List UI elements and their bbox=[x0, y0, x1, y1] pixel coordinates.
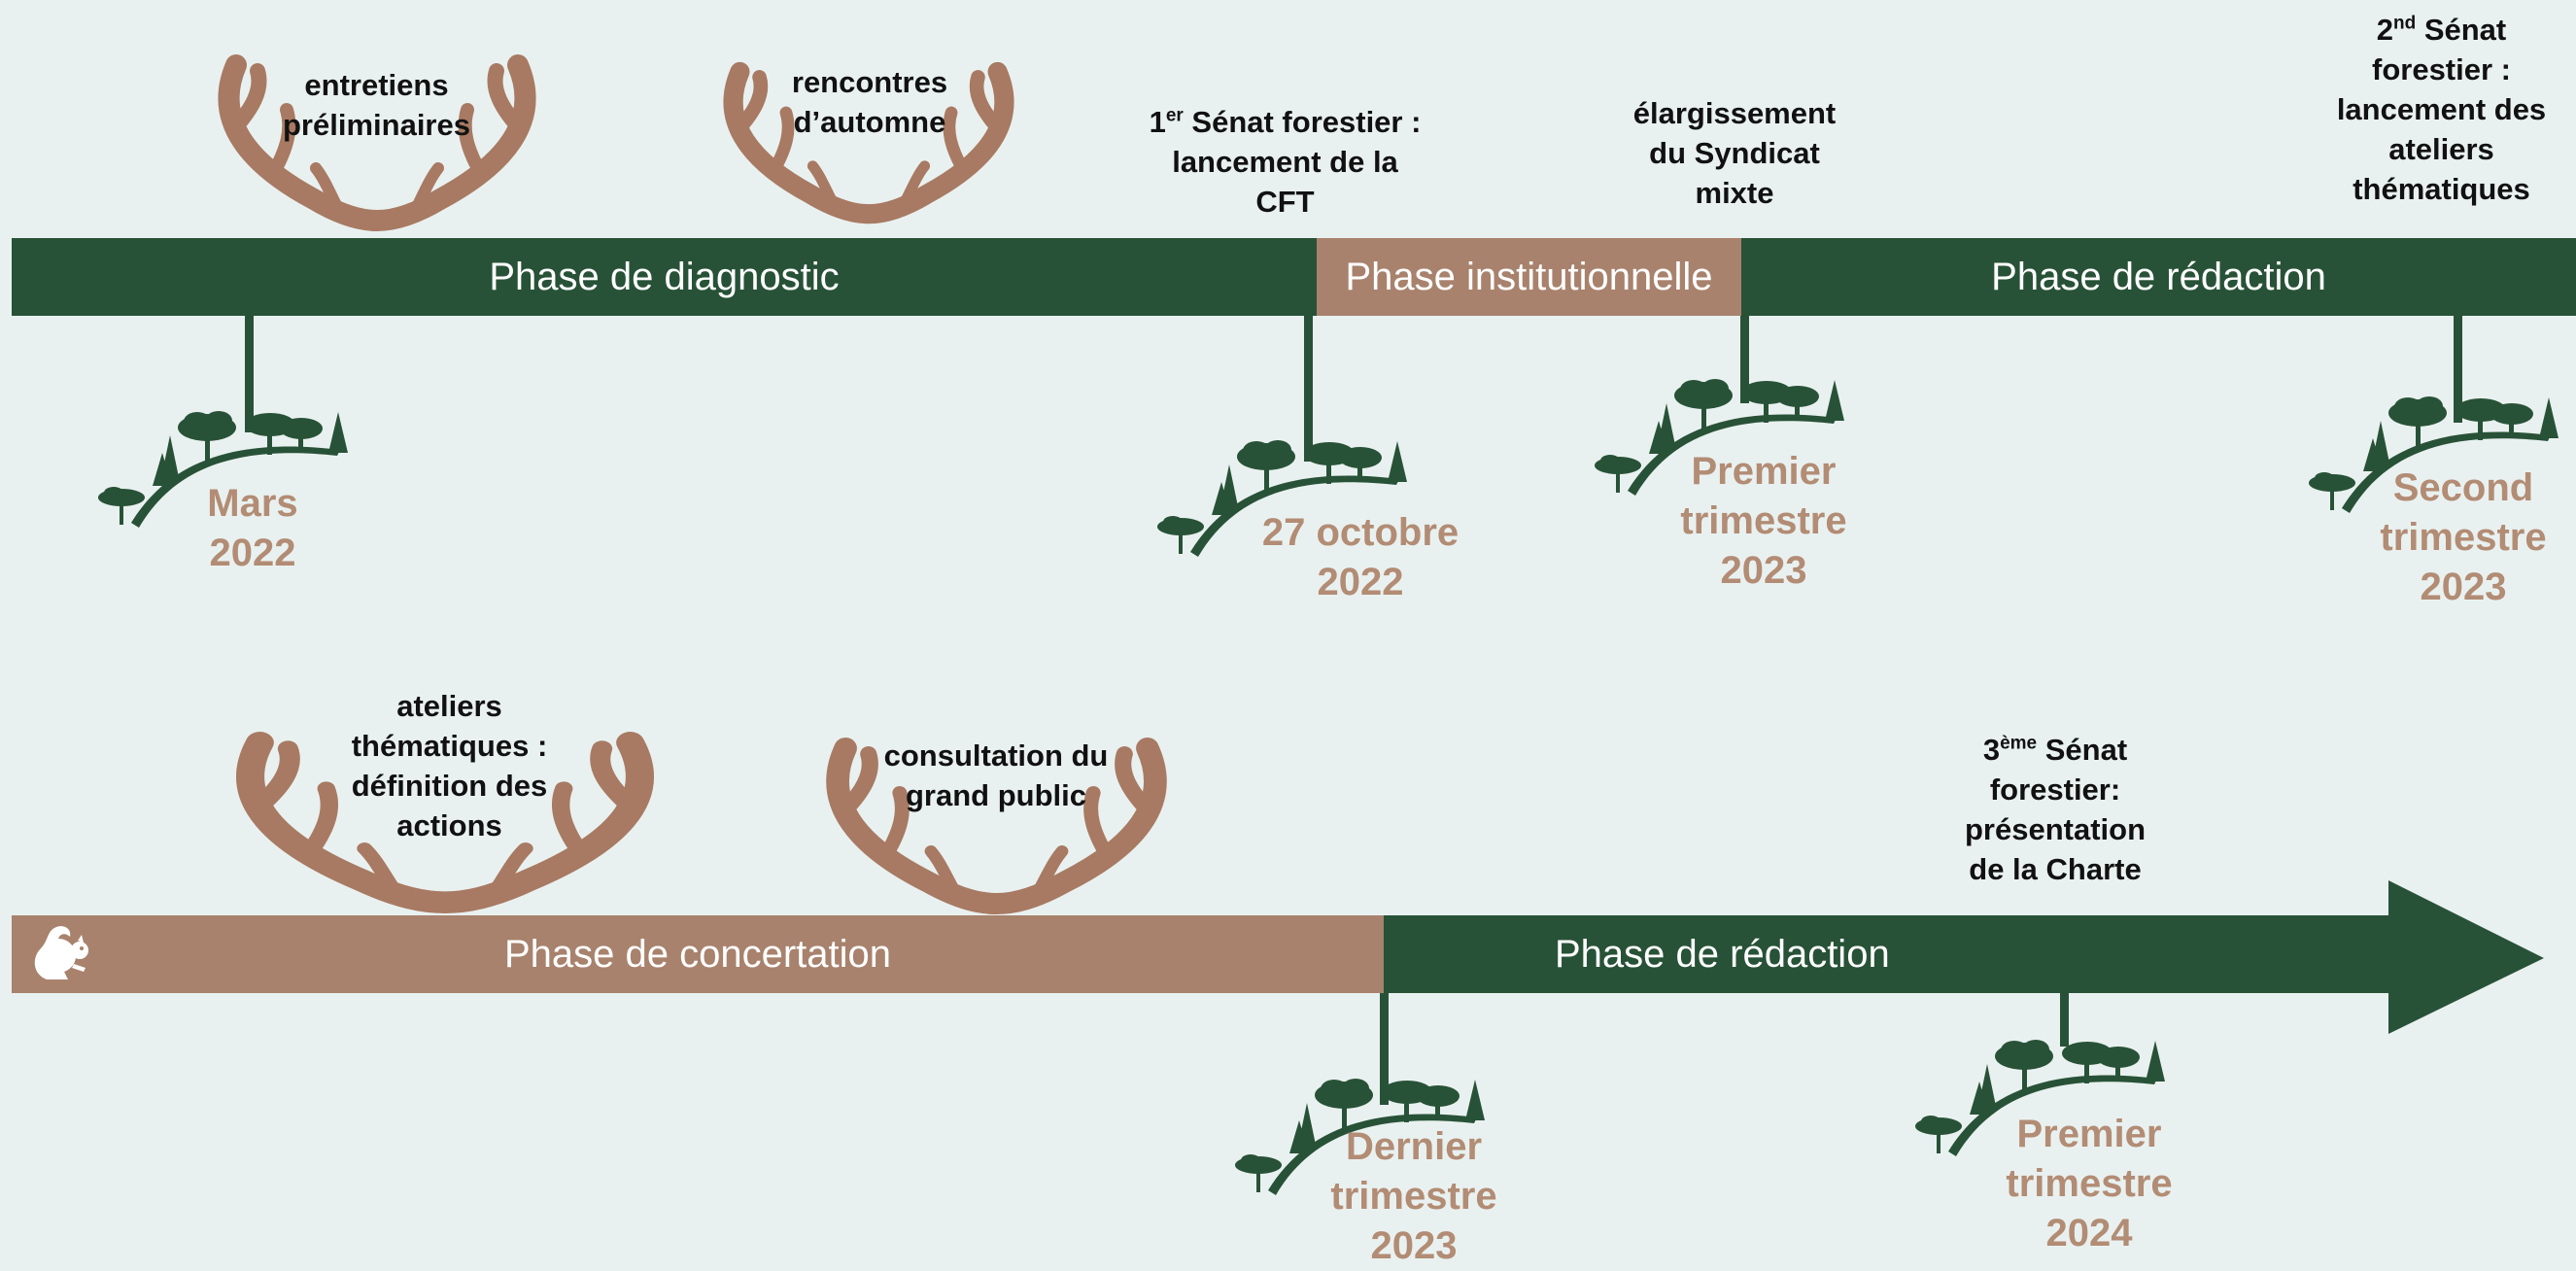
timeline-stem bbox=[1380, 993, 1389, 1105]
event-elargissement-syndicat: élargissement du Syndicat mixte bbox=[1632, 96, 1837, 210]
phase-label: Phase institutionnelle bbox=[1345, 255, 1713, 298]
phase-band-institutionnelle: Phase institutionnelle bbox=[1317, 238, 1741, 316]
timeline-stem bbox=[1304, 316, 1313, 462]
timeline-stem bbox=[245, 316, 254, 432]
event-consultation-grand-public: consultation du grand public bbox=[883, 739, 1109, 812]
date-premier-trimestre-2024: Premier trimestre 2024 bbox=[2006, 1113, 2173, 1254]
phase-label: Phase de diagnostic bbox=[489, 255, 840, 298]
date-second-trimestre-2023: Second trimestre 2023 bbox=[2380, 466, 2547, 608]
date-mars-2022: Mars 2022 bbox=[207, 482, 298, 574]
event-troisieme-senat-forestier: 3ème Sénat forestier: présentation de la… bbox=[1964, 733, 2147, 886]
date-premier-trimestre-2023: Premier trimestre 2023 bbox=[1680, 450, 1847, 592]
phase-label: Phase de concertation bbox=[503, 932, 892, 976]
phase-band-redaction-2: Phase de rédaction bbox=[1384, 915, 2394, 993]
event-deuxieme-senat-forestier: 2nd Sénat forestier : lancement des atel… bbox=[2336, 13, 2547, 206]
phase-band-concertation: Phase de concertation bbox=[12, 915, 1384, 993]
timeline-stem bbox=[2454, 316, 2462, 423]
timeline-stem bbox=[1740, 316, 1749, 403]
event-rencontres-automne: rencontres d’automne bbox=[791, 65, 948, 139]
date-27-octobre-2022: 27 octobre 2022 bbox=[1261, 511, 1460, 603]
event-entretiens-preliminaires: entretiens préliminaires bbox=[283, 68, 470, 142]
squirrel-icon bbox=[34, 926, 88, 979]
phase-label: Phase de rédaction bbox=[1555, 932, 1890, 976]
phase-label: Phase de rédaction bbox=[1991, 255, 2326, 298]
date-dernier-trimestre-2023: Dernier trimestre 2023 bbox=[1330, 1125, 1497, 1267]
phase-band-diagnostic: Phase de diagnostic bbox=[12, 238, 1317, 316]
event-ateliers-thematiques: ateliers thématiques : définition des ac… bbox=[351, 689, 548, 842]
event-premier-senat-forestier: 1er Sénat forestier : lancement de la CF… bbox=[1149, 105, 1422, 219]
arrow-head-icon bbox=[2388, 880, 2544, 1034]
phase-band-redaction-1: Phase de rédaction bbox=[1741, 238, 2576, 316]
timeline-stem bbox=[2060, 993, 2069, 1047]
